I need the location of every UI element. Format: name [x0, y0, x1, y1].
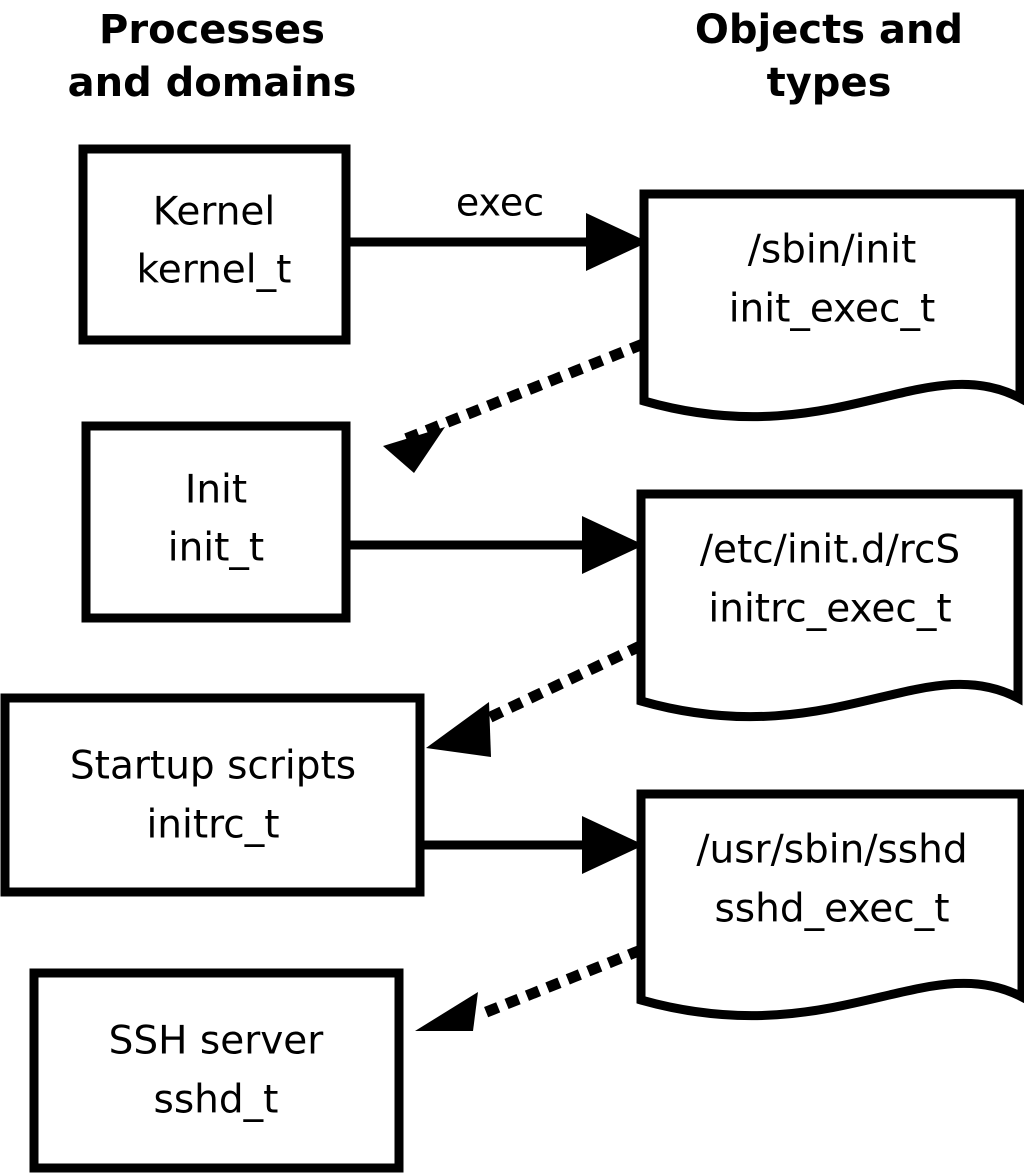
node-kernel-box[interactable] [78, 144, 351, 345]
column-header-objects: Objects and types [695, 7, 963, 106]
arrow-head-kernel-init_exec [586, 213, 648, 271]
column-header-objects-line1: Objects and [695, 7, 963, 53]
node-initrc[interactable]: Startup scripts initrc_t [0, 693, 425, 897]
edge-initrc-exec-sshd_exec [424, 816, 644, 874]
node-initrc-line1: Startup scripts [70, 744, 356, 789]
edge-init_exec-transition-init [383, 338, 646, 473]
node-kernel[interactable]: Kernel kernel_t [78, 144, 351, 345]
node-sshd-line1: SSH server [109, 1019, 325, 1064]
node-sshd_exec[interactable]: /usr/sbin/sshd sshd_exec_t [636, 789, 1024, 1021]
edge-line-sshd_exec-sshd [466, 944, 644, 1025]
column-header-objects-line2: types [767, 60, 892, 106]
column-header-processes: Processes and domains [68, 7, 357, 106]
arrow-head-initrc_exec-initrc [426, 702, 491, 757]
node-initrc_exec-line2: initrc_exec_t [708, 587, 951, 632]
node-init-line1: Init [185, 468, 247, 513]
node-init_exec-line2: init_exec_t [729, 287, 936, 332]
node-sshd_exec-document-shape[interactable] [636, 789, 1024, 1021]
node-init-box[interactable] [81, 421, 351, 623]
edge-initrc_exec-transition-initrc [426, 640, 644, 757]
arrow-head-init-initrc_exec [582, 516, 644, 574]
node-kernel-line2: kernel_t [137, 248, 292, 293]
node-sshd_exec-line2: sshd_exec_t [714, 887, 949, 932]
node-sshd-line2: sshd_t [154, 1078, 279, 1123]
node-initrc_exec[interactable]: /etc/init.d/rcS initrc_exec_t [636, 489, 1023, 722]
arrow-head-init_exec-init [383, 427, 445, 473]
node-init-line2: init_t [168, 526, 264, 571]
edge-sshd_exec-transition-sshd [415, 944, 644, 1031]
column-header-processes-line2: and domains [68, 60, 357, 106]
node-init_exec[interactable]: /sbin/init init_exec_t [639, 189, 1024, 422]
edge-line-init_exec-init [390, 338, 646, 450]
node-sshd_exec-line1: /usr/sbin/sshd [696, 828, 967, 873]
node-initrc-box[interactable] [0, 693, 425, 897]
node-initrc_exec-line1: /etc/init.d/rcS [700, 528, 960, 573]
column-header-processes-line1: Processes [99, 7, 325, 53]
edge-kernel-exec-init_exec: exec [350, 181, 648, 271]
node-sshd[interactable]: SSH server sshd_t [29, 968, 404, 1173]
node-init_exec-document-shape[interactable] [639, 189, 1024, 422]
node-initrc_exec-document-shape[interactable] [636, 489, 1023, 722]
edge-label-exec: exec [456, 181, 544, 225]
arrow-head-sshd_exec-sshd [415, 992, 478, 1031]
edge-line-initrc_exec-initrc [470, 640, 644, 731]
node-kernel-line1: Kernel [153, 190, 276, 235]
node-init[interactable]: Init init_t [81, 421, 351, 623]
node-initrc-line2: initrc_t [146, 803, 279, 848]
node-init_exec-line1: /sbin/init [748, 228, 917, 273]
edge-init-exec-initrc_exec [350, 516, 644, 574]
arrow-head-initrc-sshd_exec [582, 816, 644, 874]
node-sshd-box[interactable] [29, 968, 404, 1173]
